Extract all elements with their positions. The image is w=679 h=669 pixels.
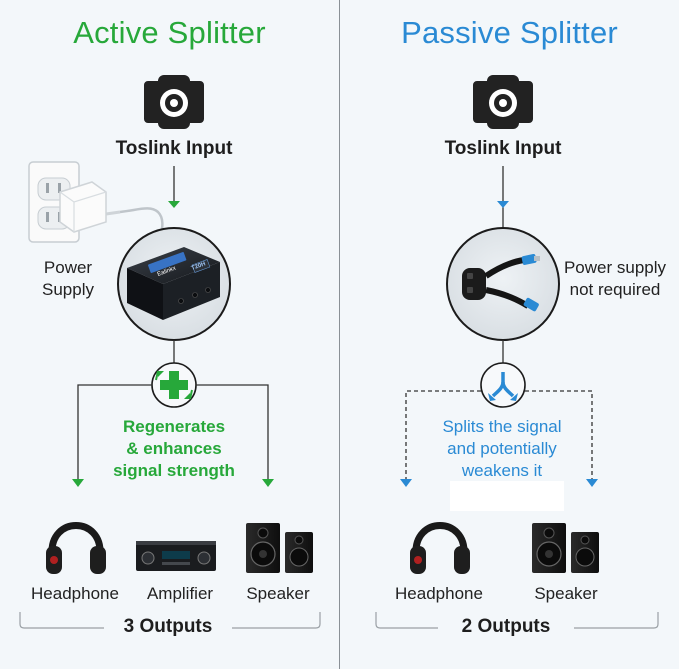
active-note-line2: & enhances — [126, 439, 222, 458]
toslink-port-icon — [144, 75, 204, 129]
split-arrow-icon — [480, 362, 526, 408]
headphone-icon — [46, 522, 106, 574]
active-note-line1: Regenerates — [122, 417, 226, 436]
active-right-arrowhead — [262, 479, 274, 487]
passive-note-line2: and potentially — [447, 439, 557, 458]
active-title: Active Splitter — [73, 15, 266, 50]
passive-power-label-line1: Power supply — [563, 258, 667, 277]
passive-left-arrowhead — [400, 479, 412, 487]
active-power-label-line2: Supply — [42, 280, 94, 299]
passive-power-label-line2: not required — [569, 280, 661, 299]
active-device-speaker: Speaker — [246, 584, 310, 603]
active-left-arrowhead — [72, 479, 84, 487]
passive-input-label: Toslink Input — [444, 138, 562, 159]
power-adapter-icon — [59, 181, 164, 237]
active-note-line3: signal strength — [113, 461, 235, 480]
active-input-label: Toslink Input — [115, 138, 233, 159]
active-device-amplifier: Amplifier — [146, 584, 214, 603]
active-right-branch — [196, 384, 269, 480]
active-left-branch — [77, 384, 152, 480]
passive-note: Splits the signal and potentially weaken… — [424, 416, 580, 482]
passive-outputs-label: 2 Outputs — [438, 616, 574, 638]
headphone-icon — [410, 522, 470, 574]
active-input-arrowhead — [168, 201, 180, 208]
passive-title: Passive Splitter — [401, 15, 618, 50]
blank-patch — [450, 481, 564, 511]
passive-left-branch — [405, 390, 481, 480]
passive-splitter-cable-icon — [462, 254, 540, 312]
passive-right-arrowhead — [586, 479, 598, 487]
active-power-label-line1: Power — [43, 258, 93, 277]
box-model-text: T20H — [191, 261, 207, 272]
toslink-port-icon — [473, 75, 533, 129]
active-outputs-label: 3 Outputs — [104, 616, 232, 638]
speaker-icon — [532, 523, 599, 573]
passive-device-speaker: Speaker — [534, 584, 598, 603]
passive-input-arrowhead — [497, 201, 509, 208]
passive-note-line1: Splits the signal — [442, 417, 562, 436]
active-note: Regenerates & enhances signal strength — [96, 416, 252, 482]
amplifier-icon — [136, 541, 216, 571]
active-splitter-box-icon — [127, 247, 220, 320]
passive-right-branch — [525, 390, 593, 480]
plus-arrows-icon — [151, 362, 197, 408]
passive-note-line3: weakens it — [461, 461, 543, 480]
speaker-icon — [246, 523, 313, 573]
passive-device-headphone: Headphone — [395, 584, 483, 603]
active-device-headphone: Headphone — [31, 584, 119, 603]
